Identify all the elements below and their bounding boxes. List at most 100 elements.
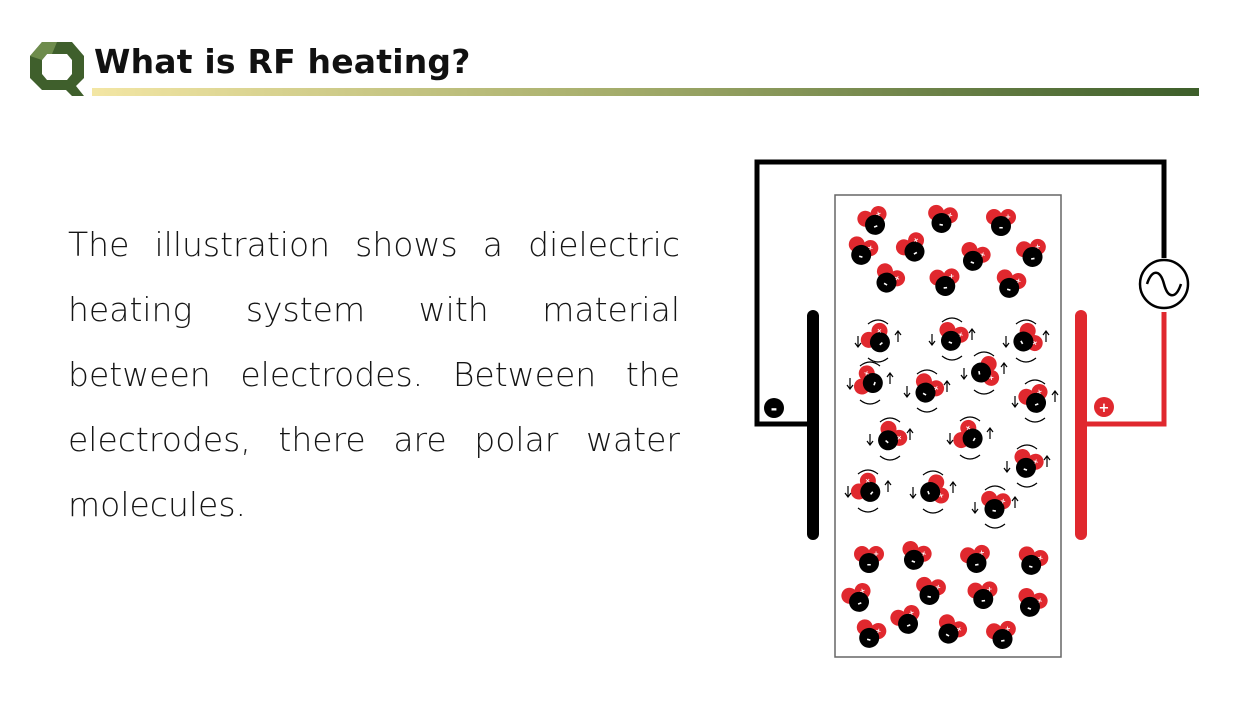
rotation-arrows-icon: [960, 351, 1008, 395]
water-molecule: -+: [916, 576, 946, 605]
svg-text:+: +: [978, 548, 985, 557]
negative-terminal: -: [764, 398, 784, 418]
svg-text:+: +: [946, 211, 953, 220]
svg-text:+: +: [963, 423, 973, 432]
svg-text:-: -: [1029, 252, 1036, 266]
circuit-wire-positive: [1086, 312, 1167, 427]
water-molecule: -+: [876, 263, 906, 293]
page-title: What is RF heating?: [94, 42, 471, 81]
rotation-arrows-icon: [971, 485, 1019, 529]
water-molecule: -+: [1016, 238, 1046, 267]
water-molecule: -+: [971, 356, 1000, 386]
water-molecule: -+: [850, 472, 881, 502]
ac-source: [1138, 258, 1190, 310]
svg-text:+: +: [934, 583, 941, 592]
svg-text:+: +: [987, 374, 996, 381]
svg-text:+: +: [1099, 401, 1110, 416]
svg-text:-: -: [1005, 282, 1013, 296]
svg-text:+: +: [986, 585, 993, 593]
svg-text:+: +: [936, 491, 946, 499]
water-molecule: -+: [953, 419, 983, 449]
water-molecule: -+: [1018, 546, 1049, 575]
svg-text:+: +: [957, 330, 965, 340]
water-molecule: -+: [1013, 322, 1043, 352]
svg-text:+: +: [862, 369, 872, 377]
svg-text:+: +: [875, 326, 885, 336]
svg-text:-: -: [865, 632, 873, 646]
water-molecule: -+: [856, 619, 887, 648]
description-paragraph: The illustration shows a dielectric heat…: [68, 225, 680, 524]
svg-text:-: -: [910, 246, 920, 260]
water-molecule: -+: [960, 544, 990, 573]
svg-text:+: +: [863, 476, 873, 486]
rotation-arrows-icon: [1003, 444, 1051, 488]
svg-text:-: -: [922, 488, 936, 497]
rotation-arrows-icon: [866, 417, 914, 461]
svg-text:+: +: [979, 250, 987, 260]
svg-text:+: +: [920, 549, 928, 559]
svg-text:-: -: [875, 337, 887, 350]
company-logo: [30, 42, 84, 96]
water-molecule: -+: [996, 269, 1027, 298]
svg-text:-: -: [871, 219, 880, 233]
svg-text:-: -: [904, 618, 913, 632]
svg-text:-: -: [991, 504, 998, 518]
water-molecule: -+: [920, 474, 950, 504]
svg-text:-: -: [973, 558, 980, 572]
water-molecule: -+: [929, 268, 960, 296]
svg-text:+: +: [932, 383, 941, 393]
rotation-arrows-icon: [928, 317, 976, 361]
svg-text:-: -: [881, 277, 891, 291]
svg-text:+: +: [1034, 242, 1041, 251]
svg-text:-: -: [943, 281, 949, 294]
svg-text:+: +: [948, 272, 955, 280]
water-molecule: -+: [841, 582, 871, 612]
svg-text:-: -: [881, 435, 893, 448]
svg-text:+: +: [1014, 276, 1022, 285]
svg-text:-: -: [967, 434, 981, 444]
svg-text:-: -: [999, 221, 1004, 234]
water-molecule: -+: [857, 205, 887, 235]
water-molecule: -+: [915, 373, 945, 403]
svg-text:+: +: [912, 235, 921, 245]
rotation-arrows-icon: [846, 361, 894, 405]
water-molecule: -+: [853, 365, 883, 395]
water-molecule: -+: [938, 614, 968, 644]
svg-text:-: -: [1021, 462, 1030, 476]
svg-text:-: -: [771, 399, 778, 418]
svg-text:-: -: [855, 596, 864, 610]
svg-text:+: +: [894, 433, 904, 443]
svg-text:-: -: [973, 369, 987, 376]
water-molecule: -+: [878, 420, 908, 451]
rotation-arrows-icon: [946, 416, 994, 460]
water-molecule: -+: [1018, 383, 1048, 413]
svg-text:+: +: [907, 608, 915, 618]
rotation-arrows-icon: [1002, 319, 1050, 363]
water-molecule: -+: [986, 209, 1016, 236]
svg-text:-: -: [943, 628, 953, 642]
rotation-arrows-icon: [854, 319, 902, 363]
water-molecule: -+: [902, 540, 932, 570]
water-molecules: -+-+-+-+-+-+-+-+-+-+-+-+-+-+-+-+-+-+-+-+…: [841, 204, 1059, 649]
water-molecule: -+: [939, 321, 969, 351]
water-molecule: -+: [928, 204, 958, 233]
rotation-arrows-icon: [1011, 379, 1059, 423]
svg-text:-: -: [867, 558, 872, 571]
svg-text:-: -: [946, 335, 955, 349]
water-molecule: -+: [890, 604, 920, 634]
svg-text:-: -: [938, 218, 945, 232]
water-molecule: -+: [860, 322, 890, 353]
negative-electrode: [807, 310, 819, 540]
title-underline: [92, 88, 1199, 96]
svg-text:-: -: [909, 554, 918, 568]
svg-text:+: +: [1005, 213, 1011, 221]
svg-text:-: -: [999, 634, 1006, 648]
water-molecule: -+: [967, 581, 998, 609]
svg-text:-: -: [1027, 559, 1035, 573]
logo-highlight: [30, 42, 57, 60]
svg-text:+: +: [858, 586, 866, 596]
svg-text:+: +: [1035, 387, 1043, 397]
svg-text:-: -: [865, 487, 878, 499]
svg-text:+: +: [955, 624, 964, 634]
svg-text:+: +: [874, 209, 882, 219]
